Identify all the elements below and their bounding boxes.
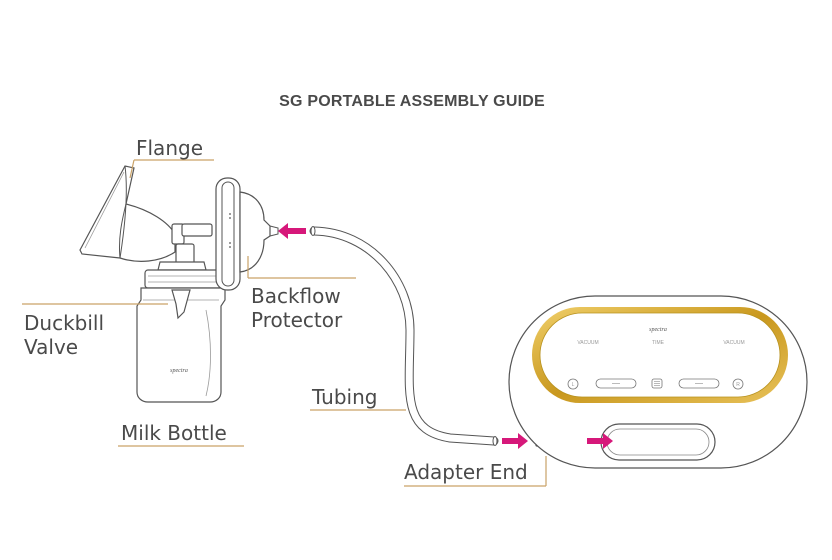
pump-device: spectra VACUUM TIME VACUUM L R (508, 295, 808, 469)
device-logo: spectra (649, 327, 667, 333)
right-slider-icon (678, 378, 720, 389)
flange-part (79, 165, 213, 265)
label-duckbill-line2: Valve (24, 335, 78, 359)
leader-lines (22, 159, 547, 487)
device-label-center: TIME (652, 340, 665, 346)
label-backflow-line1: Backflow (251, 284, 341, 308)
pump-assembly: spectra (79, 165, 279, 403)
left-button-icon (567, 378, 579, 390)
right-button-icon (732, 378, 744, 390)
label-milk-bottle: Milk Bottle (121, 421, 227, 445)
menu-icon (651, 378, 663, 389)
device-label-left: VACUUM (577, 340, 598, 346)
device-label-right: VACUUM (723, 340, 744, 346)
bottle-logo: spectra (170, 368, 188, 374)
label-duckbill-line1: Duckbill (24, 311, 104, 335)
arrow-to-protector-icon (278, 223, 306, 239)
right-button-label: R (736, 382, 740, 388)
label-flange: Flange (136, 136, 203, 160)
backflow-protector-part (215, 177, 279, 291)
label-backflow-line2: Protector (251, 308, 343, 332)
label-adapter-end: Adapter End (404, 460, 528, 484)
left-slider-icon (595, 378, 637, 389)
duckbill-valve-part (171, 289, 191, 320)
label-tubing: Tubing (311, 385, 377, 409)
arrow-to-adapter-icon (502, 433, 528, 449)
tubing-part (309, 226, 499, 446)
left-button-label: L (572, 382, 575, 388)
milk-bottle-part: spectra (136, 261, 226, 403)
guide-title: SG PORTABLE ASSEMBLY GUIDE (279, 93, 545, 110)
arrow-to-port-icon (587, 433, 613, 449)
